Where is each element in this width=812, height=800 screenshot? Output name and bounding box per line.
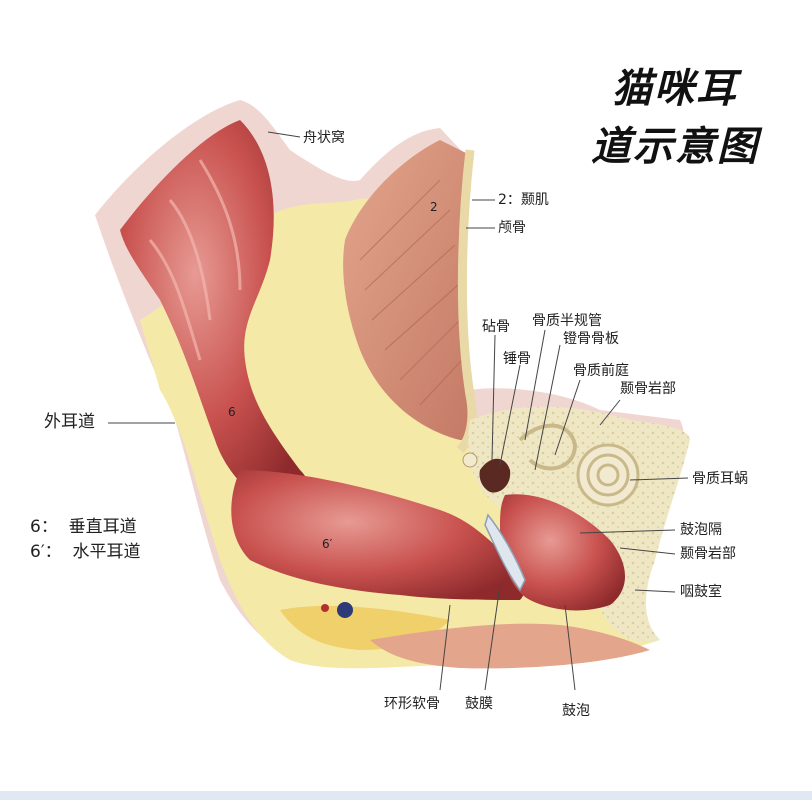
label-stapes-footplate: 镫骨骨板: [563, 331, 619, 347]
legend-vertical: 6： 垂直耳道: [30, 517, 137, 537]
diagram-title: 猫咪耳 道示意图: [560, 60, 790, 176]
label-cochlea: 骨质耳蜗: [692, 471, 748, 487]
label-vestibule: 骨质前庭: [573, 363, 629, 379]
temporalis-muscle: [343, 140, 472, 440]
marker-2: 2: [430, 200, 438, 214]
tympanic-membrane: [484, 513, 526, 592]
bulla-cavity: [500, 494, 625, 611]
label-semicircular-canal: 骨质半规管: [532, 313, 602, 329]
legend: 6： 垂直耳道 6′： 水平耳道: [30, 515, 140, 565]
label-skull: 颅骨: [498, 220, 526, 236]
title-line-1: 猫咪耳: [612, 66, 738, 112]
horizontal-canal: [231, 470, 525, 600]
label-external-canal: 外耳道: [44, 412, 95, 432]
marker-6-prime: 6′: [322, 537, 333, 551]
label-temporalis: 2：颞肌: [498, 192, 549, 208]
leader-lines: [108, 131, 689, 691]
lower-muscle: [370, 623, 650, 669]
label-malleus: 锤骨: [503, 351, 531, 367]
label-incus: 砧骨: [482, 319, 510, 335]
title-line-2: 道示意图: [591, 124, 759, 170]
semicircular-canal: [518, 423, 578, 471]
label-petrous-bottom: 颞骨岩部: [680, 546, 736, 562]
footer-band: [0, 791, 812, 800]
label-tympanic-cavity: 咽鼓室: [680, 584, 722, 600]
ossicles: [479, 458, 511, 493]
marker-6: 6: [228, 405, 236, 419]
label-annular-cartilage: 环形软骨: [384, 696, 440, 712]
legend-horizontal: 6′： 水平耳道: [30, 542, 141, 562]
vertical-canal: [120, 120, 309, 505]
label-navicular-fossa: 舟状窝: [303, 130, 345, 146]
cochlea-spiral: [576, 443, 640, 507]
label-petrous-top: 颞骨岩部: [620, 381, 676, 397]
label-bulla: 鼓泡: [562, 703, 590, 719]
label-bulla-septum: 鼓泡隔: [680, 522, 722, 538]
label-tympanic-membrane: 鼓膜: [465, 696, 493, 712]
